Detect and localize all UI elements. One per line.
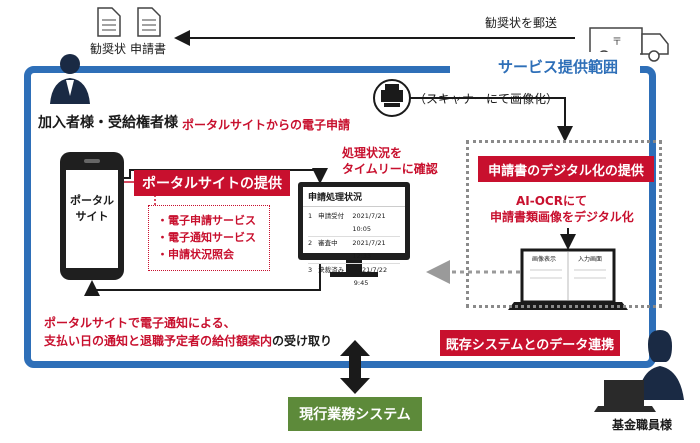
ocr-line1: AI-OCRにて <box>516 194 587 208</box>
notice-line2: 支払い日の通知と退職予定者の給付額案内の受け取り <box>44 332 332 349</box>
phone-label-line1: ポータル <box>70 194 114 207</box>
svg-text:〒: 〒 <box>612 37 622 48</box>
screen-tab2: 入力画面 <box>578 256 603 263</box>
phone-label-line2: サイト <box>75 210 109 223</box>
doc2-label: 申請書 <box>130 42 167 56</box>
system-double-arrow <box>340 340 370 394</box>
service-item: ・申請状況照会 <box>157 248 234 261</box>
timely-line1: 処理状況を <box>342 146 403 160</box>
phone-to-monitor-arrow <box>124 168 328 184</box>
subscriber-icon <box>50 54 90 104</box>
doc1-label: 勧奨状 <box>90 42 127 56</box>
phone-speaker <box>84 159 100 163</box>
portal-apply-label: ポータルサイトからの電子申請 <box>182 118 351 132</box>
doc-icon-1 <box>97 7 121 37</box>
scanner-label: （スキャナーにて画像化） <box>414 92 559 106</box>
staff-icon <box>594 330 684 412</box>
notice-line2-black: の受け取り <box>272 334 333 348</box>
subscriber-label: 加入者様・受給権者様 <box>38 115 178 131</box>
smartphone: ポータル サイト <box>60 152 124 280</box>
staff-label: 基金職員様 <box>612 418 673 432</box>
monitor-title: 申請処理状況 <box>303 187 405 207</box>
service-area-banner: サービス提供範囲 <box>450 52 640 80</box>
ocr-line2: 申請書類画像をデジタル化 <box>490 210 634 224</box>
screen-tab1: 画像表示 <box>532 256 557 263</box>
service-item: ・電子通知サービス <box>157 231 256 244</box>
digitization-box: 申請書のデジタル化の提供 <box>478 156 654 182</box>
legacy-link-box: 既存システムとのデータ連携 <box>440 330 620 356</box>
phone-screen: ポータル サイト <box>66 170 118 268</box>
truck-icon: 〒 <box>589 27 669 62</box>
service-item: ・電子申請サービス <box>157 214 256 227</box>
timely-line2: タイムリーに確認 <box>342 162 438 176</box>
doc-icon-2 <box>137 7 161 37</box>
monitor-to-phone-arrow <box>84 264 321 296</box>
notice-line2-red: 支払い日の通知と退職予定者の給付額案内 <box>44 334 273 348</box>
digitization-area <box>466 140 662 308</box>
service-area-label: サービス提供範囲 <box>498 57 619 76</box>
current-system-box: 現行業務システム <box>288 397 422 431</box>
portal-provide-box: ポータルサイトの提供 <box>134 170 290 196</box>
notice-line1: ポータルサイトで電子通知による、 <box>44 316 236 330</box>
digitized-screen-icon <box>508 248 628 310</box>
mail-label: 勧奨状を郵送 <box>485 16 558 30</box>
scanner-icon <box>373 79 411 117</box>
scanner-flow-line <box>375 97 573 142</box>
service-frame <box>24 66 656 368</box>
service-list: ・電子申請サービス ・電子通知サービス ・申請状況照会 <box>148 205 270 271</box>
